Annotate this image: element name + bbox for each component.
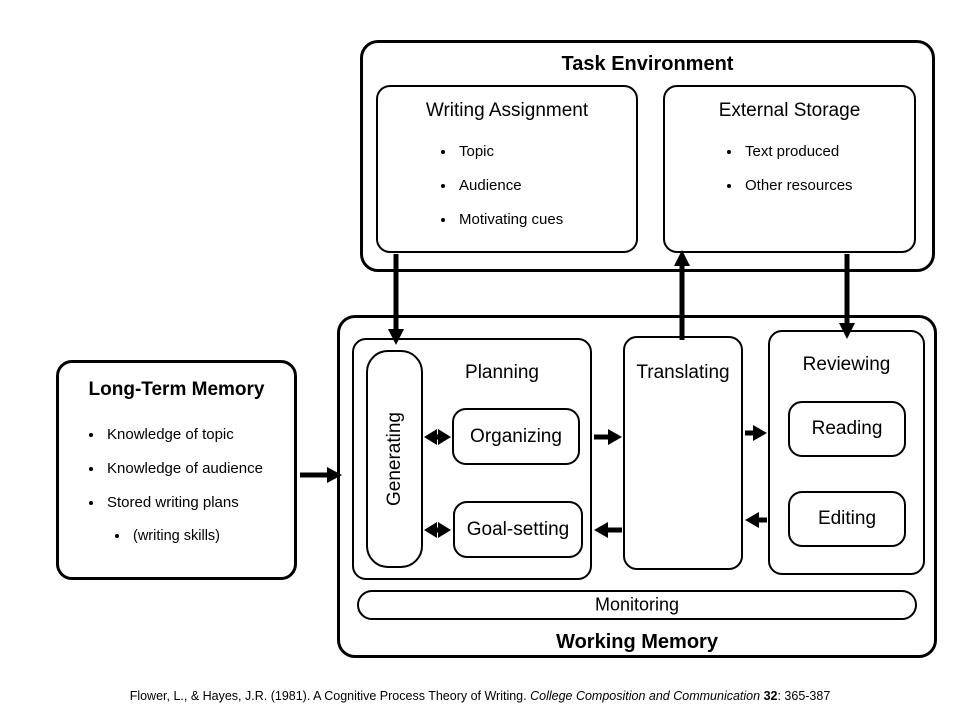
- list-item: Topic: [456, 143, 563, 160]
- monitoring-label: Monitoring: [594, 594, 680, 615]
- external-storage-list: Text produced Other resources: [742, 143, 853, 211]
- translating-box: Translating: [623, 336, 743, 570]
- arrow-ltm-to-working-memory-icon: [300, 467, 342, 483]
- reading-box: Reading: [788, 401, 906, 457]
- list-item: Audience: [456, 177, 563, 194]
- writing-assignment-list: Topic Audience Motivating cues: [456, 143, 563, 245]
- organizing-label: Organizing: [470, 425, 562, 447]
- goal-setting-box: Goal-setting: [453, 501, 583, 558]
- long-term-memory-list: Knowledge of topic Knowledge of audience…: [104, 426, 263, 561]
- writing-assignment-box: Writing Assignment Topic Audience Motiva…: [376, 85, 638, 253]
- citation-pages: : 365-387: [777, 689, 831, 703]
- list-item: Other resources: [742, 177, 853, 194]
- generating-box: Generating: [366, 350, 423, 568]
- task-environment-title: Task Environment: [561, 53, 734, 75]
- generating-label: Generating: [383, 411, 405, 507]
- goal-setting-label: Goal-setting: [466, 518, 570, 540]
- translating-label: Translating: [636, 362, 730, 383]
- long-term-memory-box: Long-Term Memory Knowledge of topic Know…: [56, 360, 297, 580]
- reviewing-title: Reviewing: [802, 354, 891, 375]
- editing-box: Editing: [788, 491, 906, 547]
- list-item: Knowledge of topic: [104, 426, 263, 443]
- citation-volume: 32: [763, 689, 778, 703]
- organizing-box: Organizing: [452, 408, 580, 465]
- working-memory-title: Working Memory: [556, 631, 718, 653]
- list-item-sub: (writing skills): [130, 528, 263, 544]
- citation-caption: Flower, L., & Hayes, J.R. (1981). A Cogn…: [0, 689, 960, 703]
- monitoring-box: Monitoring: [357, 590, 917, 620]
- planning-title: Planning: [465, 362, 539, 383]
- long-term-memory-title: Long-Term Memory: [88, 379, 265, 400]
- list-item: Stored writing plans: [104, 494, 263, 511]
- citation-journal: College Composition and Communication: [530, 689, 764, 703]
- citation-text: Flower, L., & Hayes, J.R. (1981). A Cogn…: [129, 689, 531, 703]
- writing-assignment-title: Writing Assignment: [425, 100, 589, 121]
- external-storage-title: External Storage: [718, 100, 861, 121]
- list-item: Text produced: [742, 143, 853, 160]
- editing-label: Editing: [817, 508, 877, 529]
- list-item: Motivating cues: [456, 211, 563, 228]
- list-item: Knowledge of audience: [104, 460, 263, 477]
- reading-label: Reading: [811, 418, 883, 439]
- external-storage-box: External Storage Text produced Other res…: [663, 85, 916, 253]
